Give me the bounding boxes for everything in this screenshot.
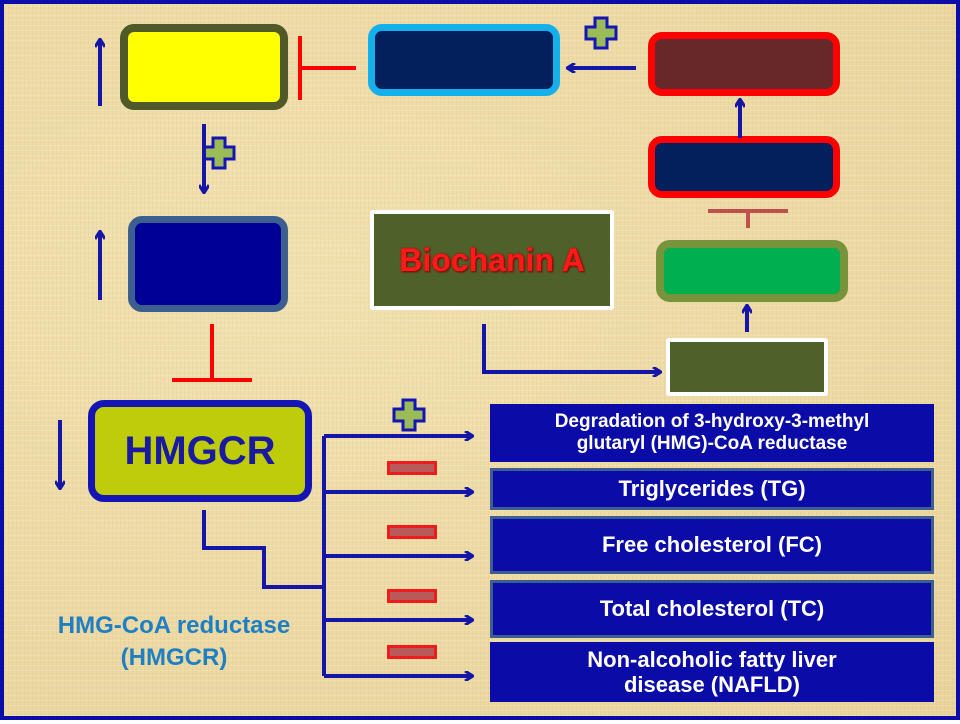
outcome-nafld: Non-alcoholic fatty liver disease (NAFLD… — [490, 642, 934, 702]
outcome-free-cholesterol: Free cholesterol (FC) — [490, 516, 934, 574]
biochanin-a-node: Biochanin A — [370, 210, 614, 310]
plus-icon — [392, 398, 426, 432]
brown-node — [648, 32, 840, 96]
minus-icon — [387, 461, 437, 475]
outcome-line1: Free cholesterol (FC) — [601, 532, 823, 558]
minus-icon — [387, 525, 437, 539]
activation-arrow — [482, 324, 660, 372]
plus-icon — [202, 136, 236, 170]
outcome-degradation-hmgcr: Degradation of 3-hydroxy-3-methyl glutar… — [490, 404, 934, 462]
hmgcr-caption-line1: HMG-CoA reductase — [57, 611, 291, 639]
yellow-node — [120, 24, 288, 110]
navy-node-red-border — [648, 136, 840, 198]
hmgcr-node: HMGCR — [88, 400, 312, 502]
plus-icon — [584, 16, 618, 50]
outcome-line1: Degradation of 3-hydroxy-3-methyl — [554, 411, 870, 433]
biochanin-a-label: Biochanin A — [399, 241, 585, 278]
navy-node-cyan-border — [368, 24, 560, 96]
hmgcr-caption-line2: (HMGCR) — [120, 644, 228, 671]
outcome-line2: glutaryl (HMG)-CoA reductase — [576, 433, 848, 454]
outcome-total-cholesterol: Total cholesterol (TC) — [490, 580, 934, 638]
hmgcr-caption: HMG-CoA reductase (HMGCR) — [24, 602, 324, 682]
outcome-line1: Non-alcoholic fatty liver — [587, 646, 837, 672]
olive-node — [666, 338, 828, 396]
branch-connector — [202, 510, 324, 589]
outcome-triglycerides: Triglycerides (TG) — [490, 468, 934, 510]
minus-icon — [387, 645, 437, 659]
blue-node — [128, 216, 288, 312]
green-node — [656, 240, 848, 302]
outcome-line1: Triglycerides (TG) — [618, 476, 806, 502]
hmgcr-label: HMGCR — [124, 428, 276, 473]
minus-icon — [387, 589, 437, 603]
outcome-line2: disease (NAFLD) — [623, 672, 801, 697]
outcome-line1: Total cholesterol (TC) — [599, 596, 825, 622]
